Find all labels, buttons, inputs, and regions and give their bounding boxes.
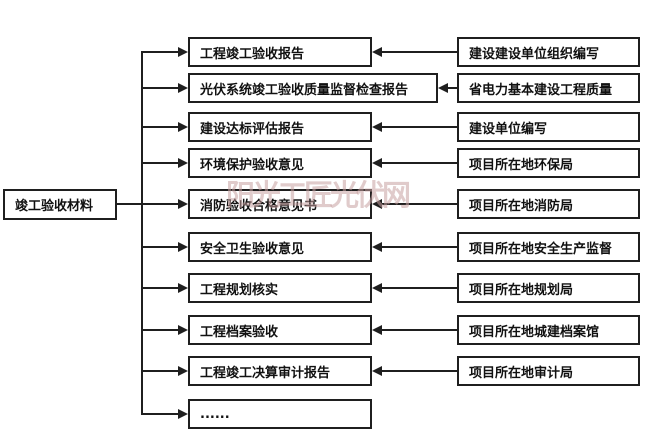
source-box: 建设建设单位组织编写 — [457, 37, 640, 67]
source-line — [382, 203, 457, 205]
source-box: 建设单位编写 — [457, 112, 640, 142]
source-line — [448, 87, 457, 89]
source-line — [382, 329, 457, 331]
source-arrowhead — [372, 122, 382, 132]
doc-box: 工程竣工决算审计报告 — [188, 356, 372, 386]
source-box: 项目所在地环保局 — [457, 148, 640, 178]
branch-arrowhead — [178, 47, 188, 57]
source-arrowhead — [372, 47, 382, 57]
doc-box: 工程竣工验收报告 — [188, 37, 372, 67]
branch-arrowhead — [178, 199, 188, 209]
source-box: 项目所在地安全生产监督 — [457, 232, 640, 262]
source-box: 项目所在地消防局 — [457, 189, 640, 219]
branch-line — [142, 370, 178, 372]
branch-arrowhead — [178, 366, 188, 376]
source-arrowhead — [372, 283, 382, 293]
trunk-line — [141, 51, 143, 415]
source-arrowhead — [372, 366, 382, 376]
source-arrowhead — [372, 199, 382, 209]
doc-box: 消防验收合格意见书 — [188, 189, 372, 219]
source-box: 项目所在地规划局 — [457, 273, 640, 303]
branch-line — [142, 162, 178, 164]
branch-line — [142, 329, 178, 331]
source-box: 项目所在地审计局 — [457, 356, 640, 386]
branch-line — [142, 87, 178, 89]
root-node: 竣工验收材料 — [3, 189, 117, 220]
doc-box: 光伏系统竣工验收质量监督检查报告 — [188, 73, 438, 103]
branch-arrowhead — [178, 158, 188, 168]
branch-line — [142, 51, 178, 53]
root-connector-line — [115, 203, 142, 205]
branch-arrowhead — [178, 83, 188, 93]
doc-box: 工程规划核实 — [188, 273, 372, 303]
branch-line — [142, 246, 178, 248]
source-box: 项目所在地城建档案馆 — [457, 315, 640, 345]
source-line — [382, 126, 457, 128]
source-line — [382, 162, 457, 164]
branch-arrowhead — [178, 283, 188, 293]
branch-arrowhead — [178, 409, 188, 419]
branch-line — [142, 126, 178, 128]
source-arrowhead — [372, 242, 382, 252]
source-box: 省电力基本建设工程质量 — [457, 73, 640, 103]
source-line — [382, 51, 457, 53]
branch-arrowhead — [178, 122, 188, 132]
branch-arrowhead — [178, 325, 188, 335]
doc-box: 建设达标评估报告 — [188, 112, 372, 142]
source-line — [382, 370, 457, 372]
branch-line — [142, 287, 178, 289]
doc-box: 工程档案验收 — [188, 315, 372, 345]
doc-box: 安全卫生验收意见 — [188, 232, 372, 262]
branch-arrowhead — [178, 242, 188, 252]
doc-box: ...... — [188, 399, 372, 429]
source-arrowhead — [438, 83, 448, 93]
branch-line — [142, 413, 178, 415]
source-line — [382, 246, 457, 248]
source-arrowhead — [372, 325, 382, 335]
branch-line — [142, 203, 178, 205]
source-arrowhead — [372, 158, 382, 168]
doc-box: 环境保护验收意见 — [188, 148, 372, 178]
source-line — [382, 287, 457, 289]
